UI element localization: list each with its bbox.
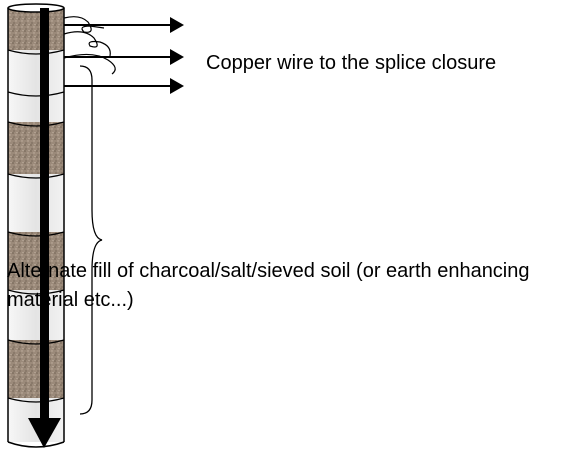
pipe-outline (7, 3, 65, 448)
right-arrow-icon (64, 17, 184, 33)
fill-segment-dark (8, 340, 64, 398)
fill-segment-dark (8, 8, 64, 50)
copper-wire-label: Copper wire to the splice closure (206, 52, 497, 74)
fill-segment-light (8, 290, 64, 340)
right-arrow-icon (64, 78, 184, 94)
fill-segment-light (8, 92, 64, 122)
fill-brace (79, 65, 103, 415)
down-arrow-icon (28, 8, 61, 448)
fill-material-label: Alternate fill of charcoal/salt/sieved s… (7, 260, 530, 311)
segment-seams (7, 49, 65, 403)
copper-wire-coils (63, 16, 116, 75)
fill-segment-dark (8, 122, 64, 174)
wire-arrows (64, 17, 184, 94)
fill-segment-light (8, 174, 64, 232)
right-arrow-icon (64, 49, 184, 65)
fill-segment-dark (8, 232, 64, 290)
pipe-segments (8, 8, 64, 442)
fill-segment-light (8, 50, 64, 92)
